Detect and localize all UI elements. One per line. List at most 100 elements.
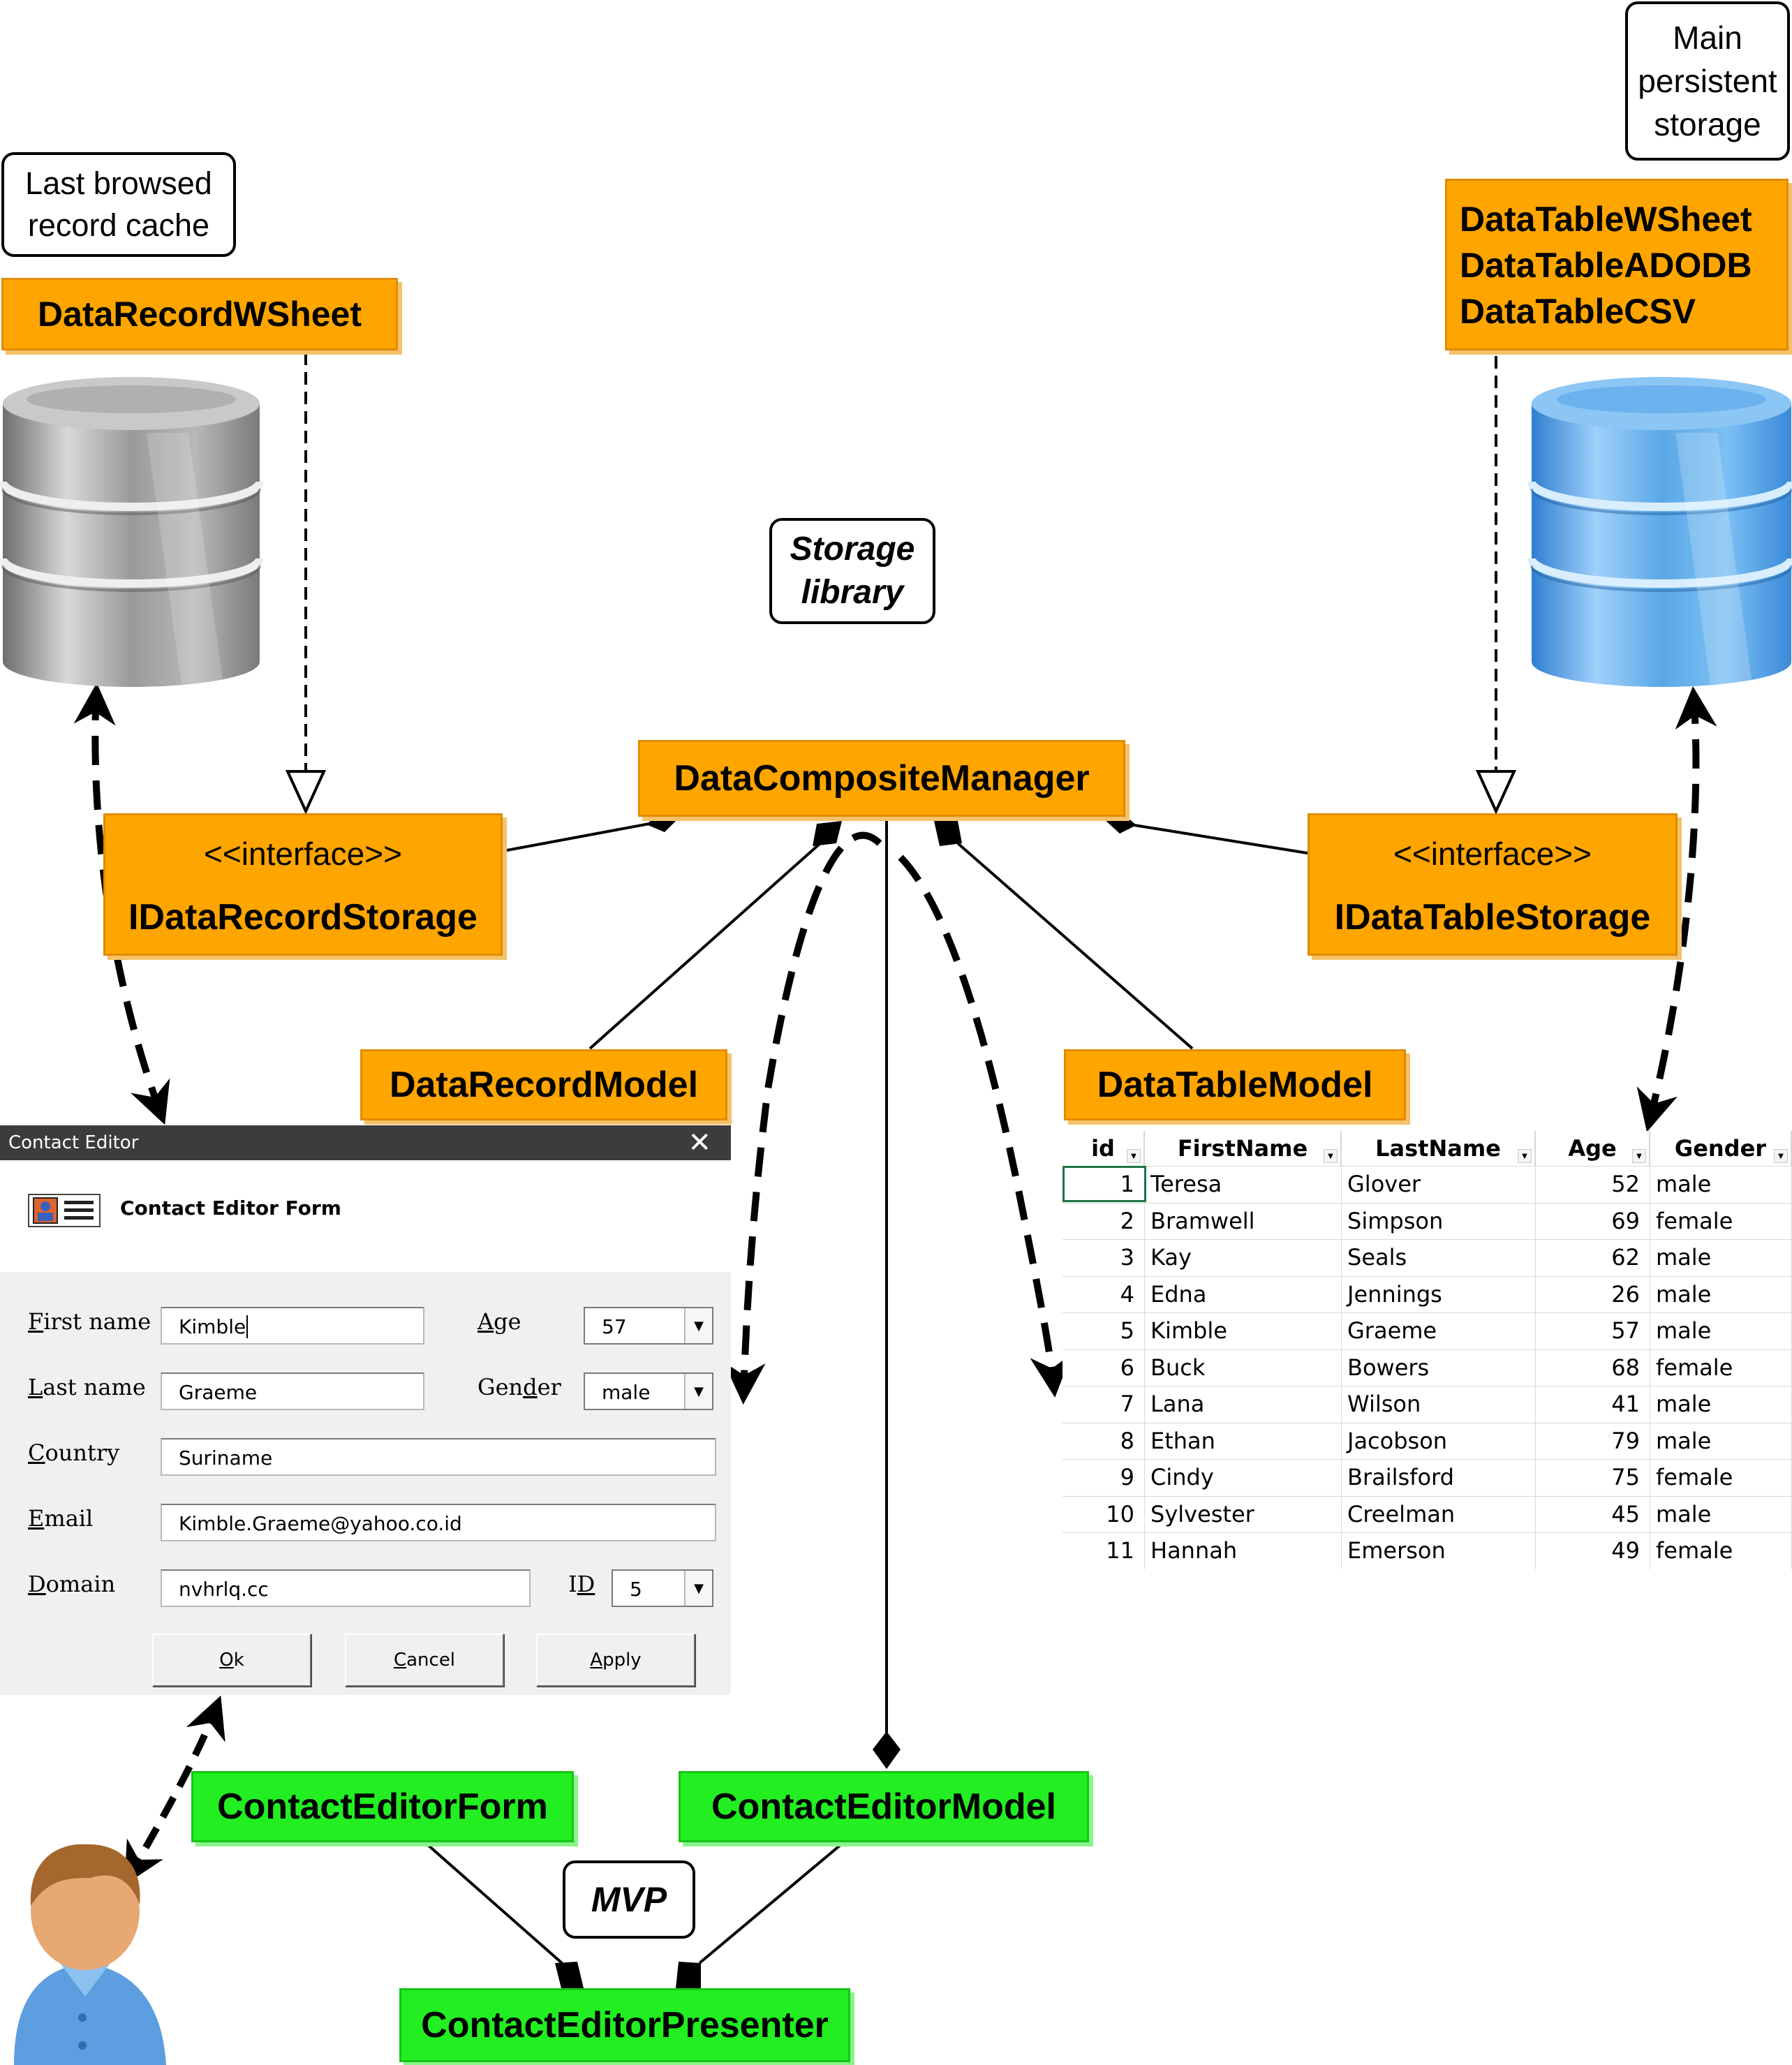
label-text: Gen	[477, 1374, 524, 1400]
table-cell[interactable]: Lana	[1145, 1386, 1342, 1423]
table-cell[interactable]: male	[1650, 1423, 1792, 1460]
table-cell[interactable]: Graeme	[1342, 1313, 1536, 1349]
id-combobox[interactable]: 5 ▼	[612, 1569, 713, 1607]
filter-dropdown-icon[interactable]: ▼	[1632, 1149, 1646, 1163]
table-cell[interactable]: 75	[1536, 1460, 1650, 1496]
table-cell[interactable]: Bowers	[1342, 1349, 1536, 1386]
chevron-down-icon[interactable]: ▼	[684, 1374, 712, 1409]
table-cell[interactable]: male	[1650, 1496, 1792, 1533]
first-name-label: First name	[28, 1308, 151, 1335]
table-cell[interactable]: Kay	[1145, 1240, 1342, 1276]
table-cell[interactable]: 69	[1536, 1203, 1650, 1240]
table-cell[interactable]: 52	[1536, 1167, 1650, 1203]
domain-field[interactable]: nvhrlq.cc	[161, 1569, 531, 1607]
table-cell[interactable]: 3	[1062, 1240, 1145, 1276]
first-name-field[interactable]: Kimble	[161, 1307, 424, 1345]
table-cell[interactable]: 62	[1536, 1240, 1650, 1276]
table-cell[interactable]: Buck	[1145, 1349, 1342, 1386]
table-cell[interactable]: male	[1650, 1167, 1792, 1203]
table-cell[interactable]: Kimble	[1145, 1313, 1342, 1349]
table-cell[interactable]: male	[1650, 1313, 1792, 1349]
filter-dropdown-icon[interactable]: ▼	[1127, 1149, 1141, 1163]
presenter-model-link	[676, 1843, 843, 1988]
table-cell[interactable]: Jennings	[1342, 1276, 1536, 1313]
filter-dropdown-icon[interactable]: ▼	[1518, 1149, 1532, 1163]
country-value: Suriname	[179, 1446, 273, 1470]
close-icon[interactable]: ✕	[688, 1127, 711, 1159]
table-cell[interactable]: Emerson	[1342, 1533, 1536, 1569]
table-cell[interactable]: 49	[1536, 1533, 1650, 1569]
table-cell[interactable]: male	[1650, 1386, 1792, 1423]
table-cell[interactable]: Cindy	[1145, 1460, 1342, 1496]
table-cell[interactable]: male	[1650, 1240, 1792, 1276]
presenter-form-link	[426, 1843, 584, 1988]
table-cell[interactable]: 57	[1536, 1313, 1650, 1349]
table-cell[interactable]: 26	[1536, 1276, 1650, 1313]
table-cell[interactable]: female	[1650, 1533, 1792, 1569]
last-name-field[interactable]: Graeme	[161, 1372, 424, 1410]
table-cell[interactable]: Simpson	[1342, 1203, 1536, 1240]
note-main-storage: Main persistent storage	[1625, 1, 1790, 161]
table-cell[interactable]: 4	[1062, 1276, 1145, 1313]
table-cell[interactable]: 10	[1062, 1496, 1145, 1533]
table-cell[interactable]: Wilson	[1342, 1386, 1536, 1423]
filter-dropdown-icon[interactable]: ▼	[1774, 1149, 1788, 1163]
table-cell[interactable]: Edna	[1145, 1276, 1342, 1313]
table-cell[interactable]: 11	[1062, 1533, 1145, 1569]
table-cell[interactable]: female	[1650, 1460, 1792, 1496]
chevron-down-icon[interactable]: ▼	[684, 1308, 712, 1343]
table-cell[interactable]: 68	[1536, 1349, 1650, 1386]
note-line: library	[801, 574, 904, 611]
table-cell[interactable]: Teresa	[1145, 1167, 1342, 1203]
table-cell[interactable]: 41	[1536, 1386, 1650, 1423]
class-data-record-model: DataRecordModel	[360, 1049, 727, 1120]
table-cell[interactable]: 9	[1062, 1460, 1145, 1496]
table-cell[interactable]: Glover	[1342, 1167, 1536, 1203]
column-header-firstname[interactable]: FirstName ▼	[1145, 1131, 1342, 1166]
table-cell[interactable]: Ethan	[1145, 1423, 1342, 1460]
column-header-lastname[interactable]: LastName ▼	[1342, 1131, 1536, 1166]
table-cell[interactable]: Jacobson	[1342, 1423, 1536, 1460]
table-cell[interactable]: male	[1650, 1276, 1792, 1313]
table-cell[interactable]: Creelman	[1342, 1496, 1536, 1533]
chevron-down-icon[interactable]: ▼	[684, 1571, 712, 1606]
note-line: Last browsed	[25, 165, 212, 201]
table-cell[interactable]: 79	[1536, 1423, 1650, 1460]
gender-combobox[interactable]: male ▼	[584, 1372, 713, 1410]
table-cell[interactable]: Bramwell	[1145, 1203, 1342, 1240]
table-cell[interactable]: 7	[1062, 1386, 1145, 1423]
age-combobox[interactable]: 57 ▼	[584, 1307, 713, 1345]
column-header-id[interactable]: id ▼	[1062, 1131, 1145, 1166]
label-text: irst name	[43, 1308, 151, 1335]
table-cell[interactable]: Seals	[1342, 1240, 1536, 1276]
table-cell[interactable]: Sylvester	[1145, 1496, 1342, 1533]
table-cell[interactable]: female	[1650, 1203, 1792, 1240]
table-cell[interactable]: female	[1650, 1349, 1792, 1386]
table-cell[interactable]: 6	[1062, 1349, 1145, 1386]
table-cell[interactable]: Hannah	[1145, 1533, 1342, 1569]
table-cell[interactable]: Brailsford	[1342, 1460, 1536, 1496]
table-cell[interactable]: 2	[1062, 1203, 1145, 1240]
email-field[interactable]: Kimble.Graeme@yahoo.co.id	[161, 1504, 716, 1541]
column-header-age[interactable]: Age ▼	[1536, 1131, 1650, 1166]
column-header-gender[interactable]: Gender ▼	[1650, 1131, 1792, 1166]
table-cell[interactable]: 8	[1062, 1423, 1145, 1460]
country-field[interactable]: Suriname	[161, 1438, 716, 1476]
table-cell[interactable]: 5	[1062, 1313, 1145, 1349]
table-cell[interactable]: 45	[1536, 1496, 1650, 1533]
filter-dropdown-icon[interactable]: ▼	[1324, 1149, 1338, 1163]
